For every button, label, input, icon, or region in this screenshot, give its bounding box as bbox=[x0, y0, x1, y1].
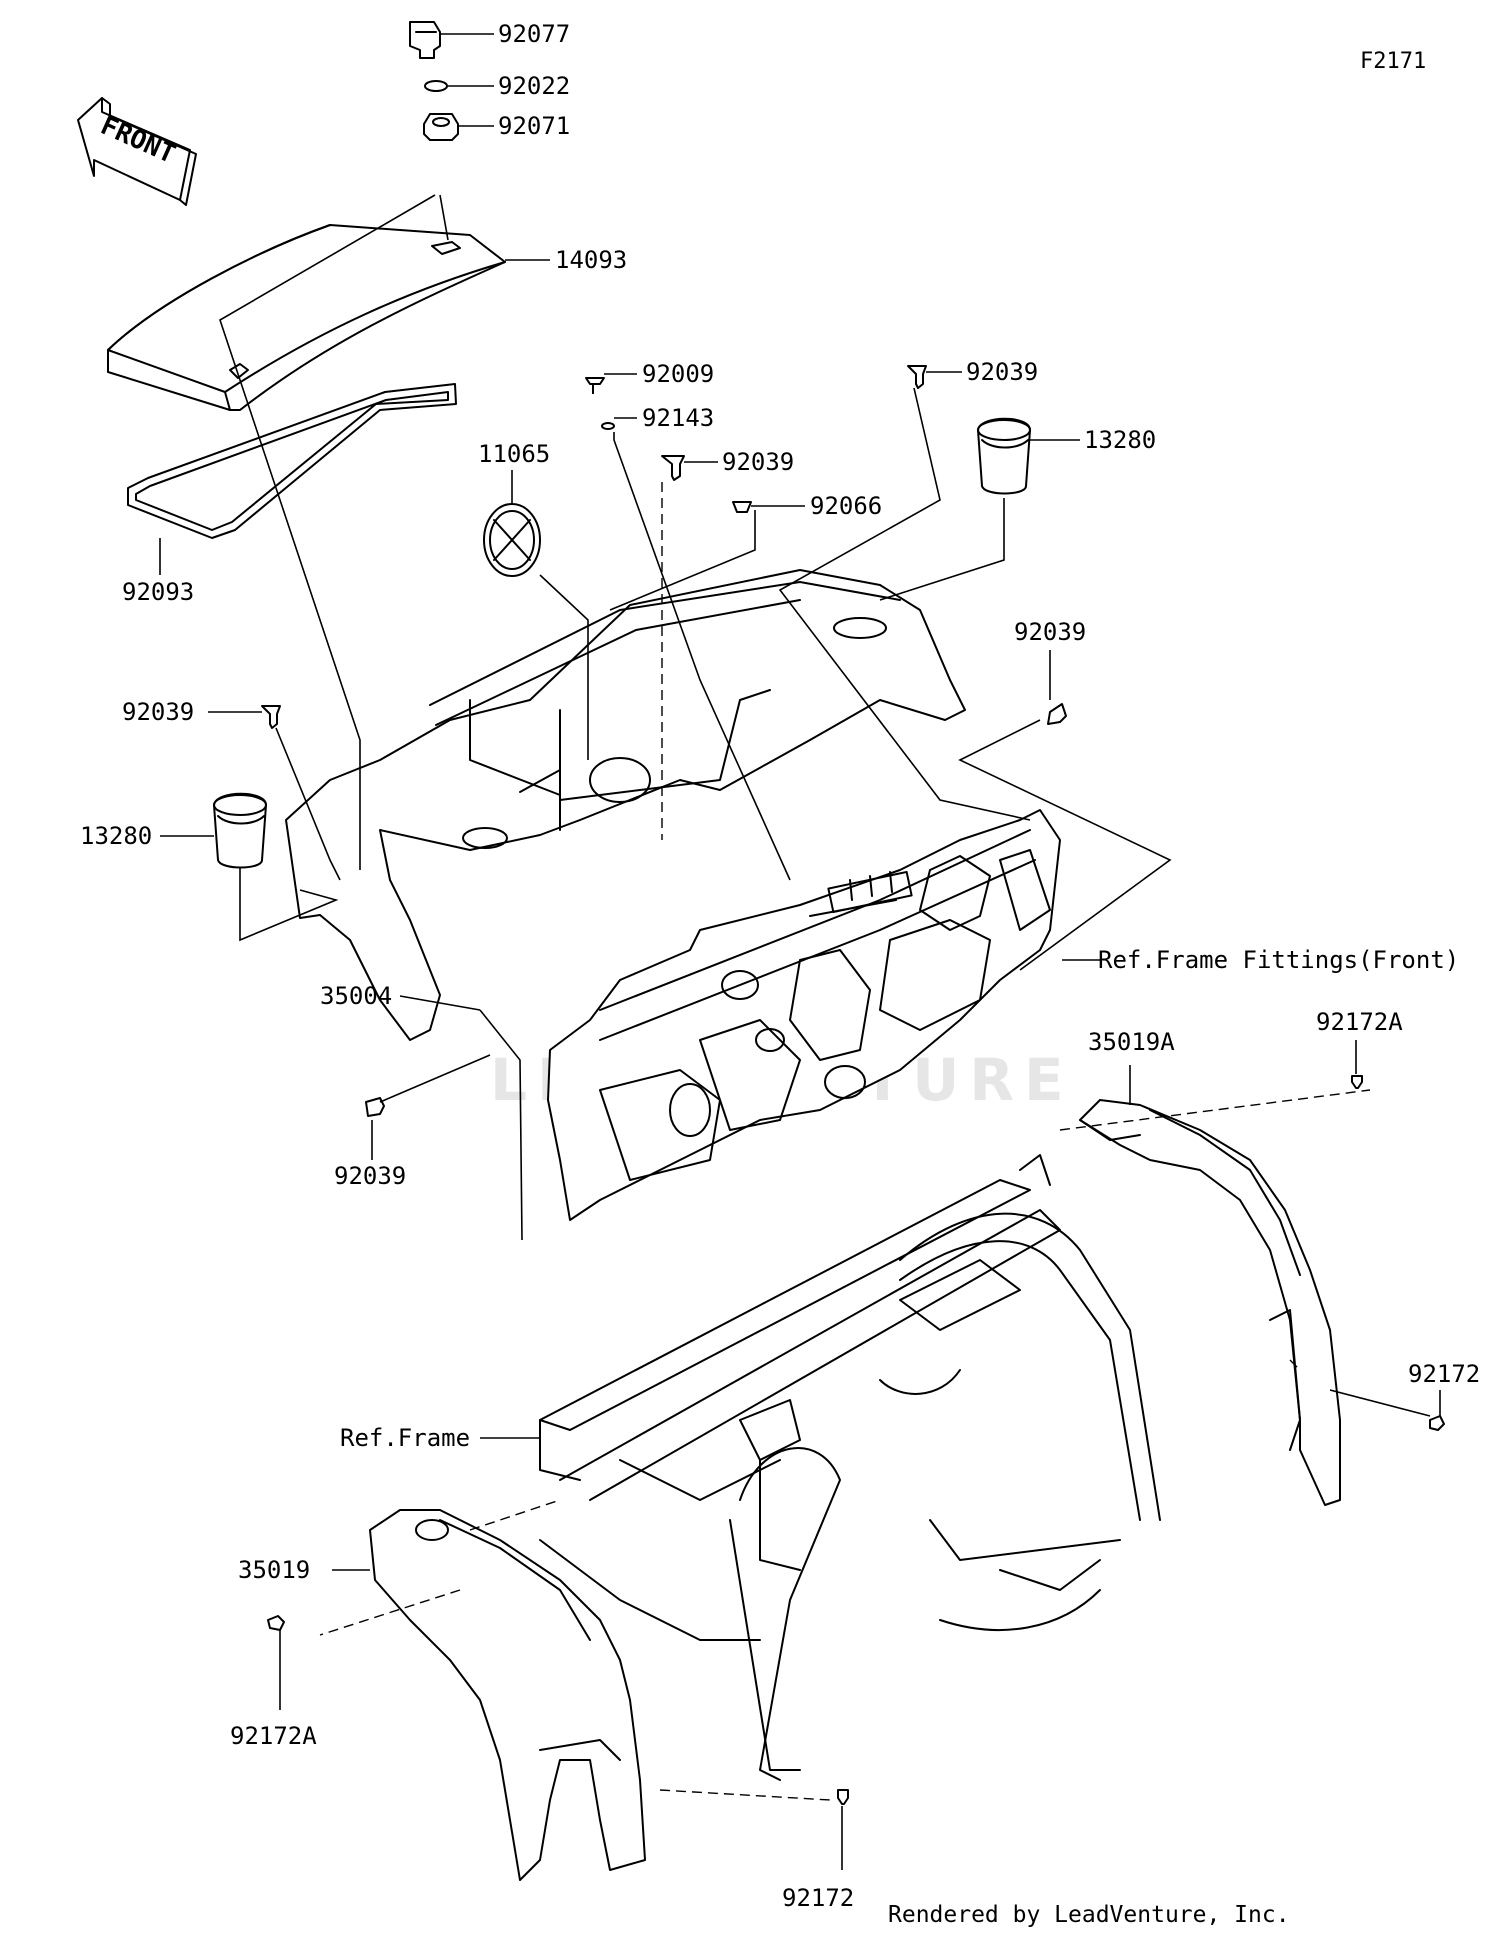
part-label-92172-bottom: 92172 bbox=[782, 1884, 854, 1912]
frame-assembly bbox=[539, 1154, 1161, 1781]
part-label-92039-right: 92039 bbox=[1014, 618, 1086, 646]
fender-35019 bbox=[369, 1509, 646, 1881]
credit-text: Rendered by LeadVenture, Inc. bbox=[888, 1902, 1290, 1928]
fender-35019A bbox=[1079, 1099, 1341, 1506]
ref-label-frame: Ref.Frame bbox=[340, 1424, 470, 1452]
part-label-35019A: 35019A bbox=[1088, 1028, 1175, 1056]
part-label-92009: 92009 bbox=[642, 360, 714, 388]
part-label-35019: 35019 bbox=[238, 1556, 310, 1584]
dash-cover-35004 bbox=[285, 569, 966, 1041]
cup-holder-13280-right bbox=[977, 417, 1031, 495]
part-label-92172A-right: 92172A bbox=[1316, 1008, 1403, 1036]
nut-92071-icon bbox=[423, 113, 459, 141]
part-label-92172A-left: 92172A bbox=[230, 1722, 317, 1750]
part-label-92039-bottom: 92039 bbox=[334, 1162, 406, 1190]
washer-92022-icon bbox=[424, 80, 448, 92]
seal-92093 bbox=[127, 383, 457, 539]
rivet-92039-b-icon bbox=[907, 365, 927, 389]
screw-92172-right-icon bbox=[1429, 1415, 1445, 1431]
part-label-92039-top: 92039 bbox=[966, 358, 1038, 386]
clip-92077-icon bbox=[409, 21, 441, 59]
dashboard-assembly bbox=[547, 809, 1061, 1221]
emblem-11065-icon bbox=[483, 503, 541, 577]
screw-92009-icon bbox=[585, 377, 605, 394]
part-label-92172-right: 92172 bbox=[1408, 1360, 1480, 1388]
rivet-92039-e-icon bbox=[365, 1097, 385, 1117]
part-label-13280-right: 13280 bbox=[1084, 426, 1156, 454]
screw-92172A-right-icon bbox=[1351, 1075, 1363, 1089]
leader-lines bbox=[159, 33, 1441, 1870]
part-label-92022: 92022 bbox=[498, 72, 570, 100]
install-lines bbox=[319, 482, 1371, 1801]
part-label-35004: 35004 bbox=[320, 982, 392, 1010]
screw-92172A-left-icon bbox=[267, 1615, 285, 1631]
washer-92143-icon bbox=[601, 422, 615, 430]
ref-label-frame-fittings-front: Ref.Frame Fittings(Front) bbox=[1098, 946, 1459, 974]
storage-lid-14093 bbox=[107, 224, 506, 411]
part-label-92039-center: 92039 bbox=[722, 448, 794, 476]
rivet-92039-c-icon bbox=[1047, 703, 1067, 725]
part-label-92039-left: 92039 bbox=[122, 698, 194, 726]
screw-92172-bottom-icon bbox=[837, 1789, 849, 1805]
part-label-11065: 11065 bbox=[478, 440, 550, 468]
part-label-92071: 92071 bbox=[498, 112, 570, 140]
part-label-92093: 92093 bbox=[122, 578, 194, 606]
rivet-92039-a-icon bbox=[661, 455, 685, 481]
rivet-92039-d-icon bbox=[261, 705, 281, 729]
plug-92066-icon bbox=[732, 501, 752, 513]
figure-code: F2171 bbox=[1360, 49, 1426, 74]
part-label-92143: 92143 bbox=[642, 404, 714, 432]
part-label-92077: 92077 bbox=[498, 20, 570, 48]
part-label-92066: 92066 bbox=[810, 492, 882, 520]
cup-holder-13280-left bbox=[213, 792, 267, 869]
front-arrow-icon: FRONT bbox=[77, 97, 197, 206]
part-label-13280-left: 13280 bbox=[80, 822, 152, 850]
part-label-14093: 14093 bbox=[555, 246, 627, 274]
